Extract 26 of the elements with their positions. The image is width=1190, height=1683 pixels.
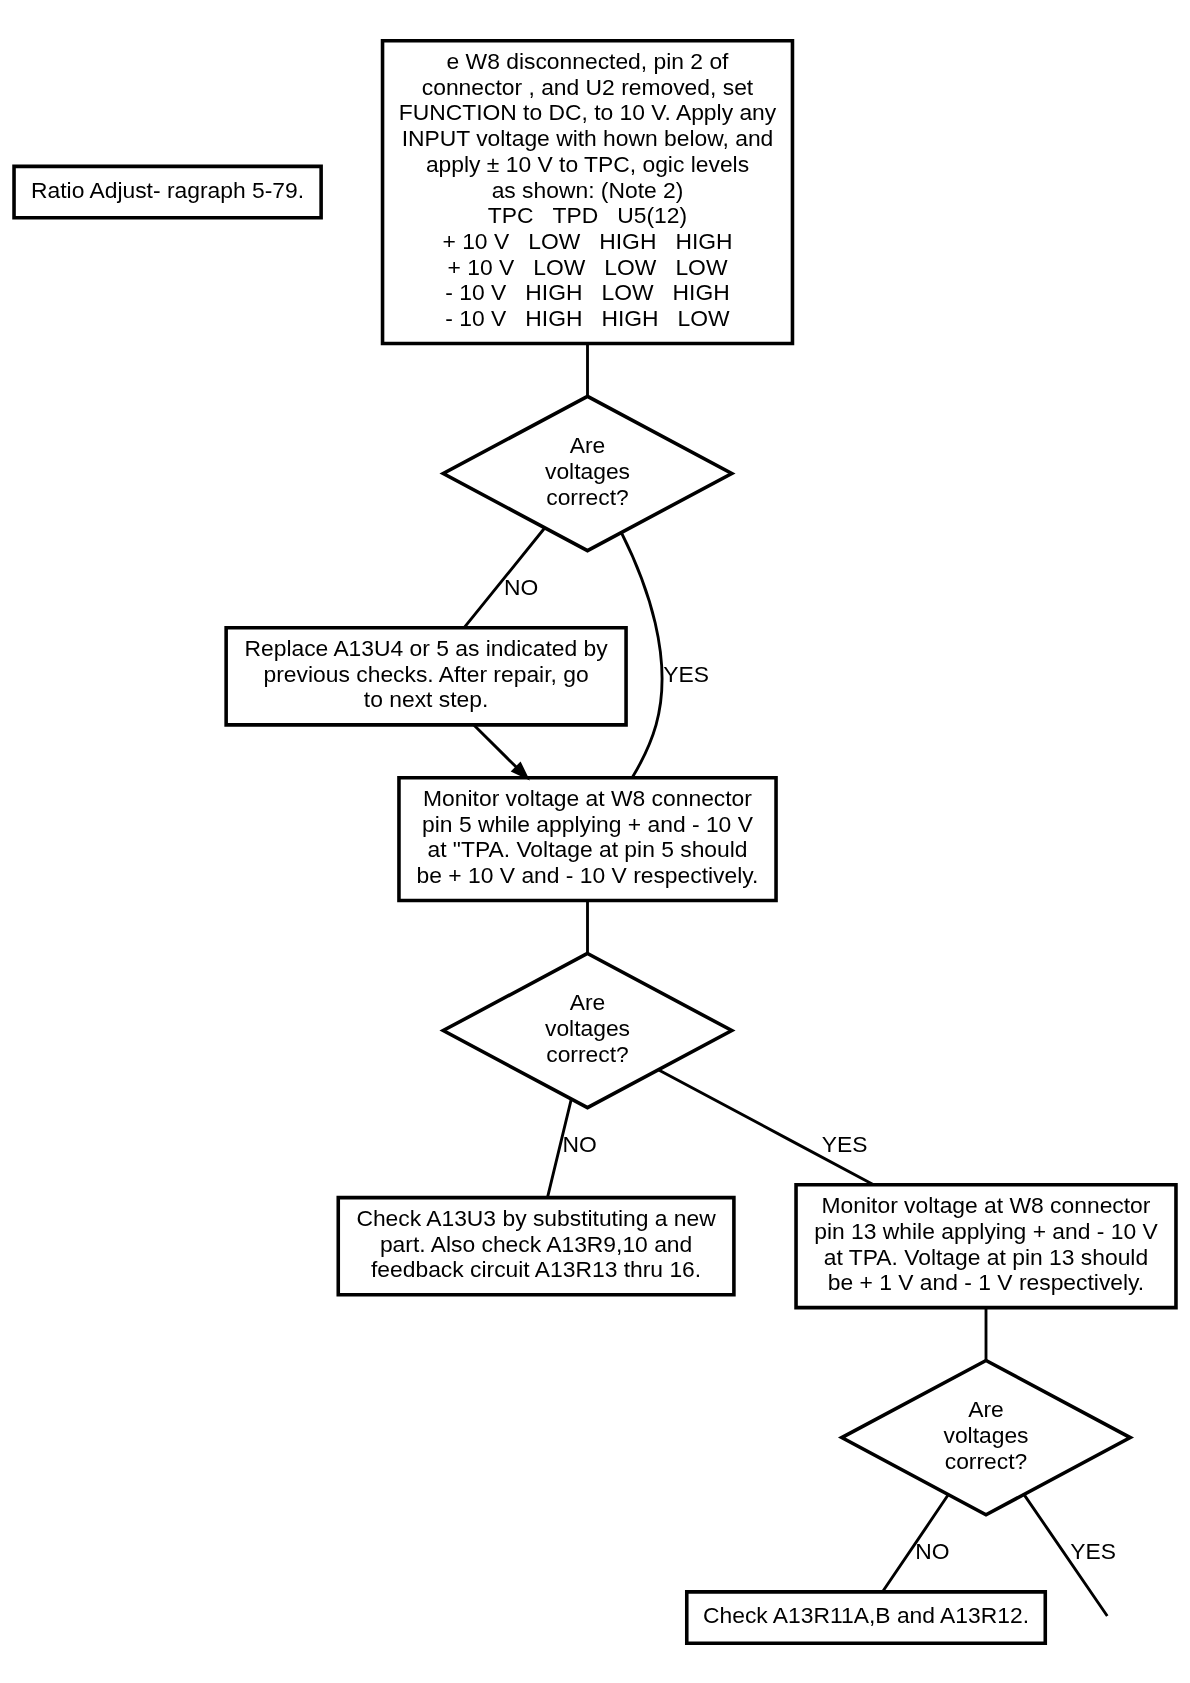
node-box: Monitor voltage at W8 connector pin 13 while applying + and - 10 V at TPA. Voltage at pin 13 should be + 1 V and - 1 V respectively. xyxy=(794,1182,1178,1309)
node-box: e W8 disconnected, pin 2 of connector , and U2 removed, set FUNCTION to DC, to 10 V. Apply any INPUT voltage with hown below, and apply ± 10 V to TPC, ogic levels as shown: (Note 2) TPC TPD U5(12) + 10 V LOW HIGH HIGH + 10 V LOW LOW LOW - 10 V HIGH LOW HIGH - 10 V HIGH HIGH LOW xyxy=(380,38,795,345)
node-diamond: Are voltages correct? xyxy=(837,1357,1135,1517)
node-box: Monitor voltage at W8 connector pin 5 while applying + and - 10 V at "TPA. Voltage at pin 5 should be + 10 V and - 10 V respectively. xyxy=(397,775,778,902)
connector xyxy=(1022,1493,1109,1617)
connector xyxy=(881,1493,950,1592)
connector xyxy=(463,526,546,629)
edge-label: YES xyxy=(663,660,709,687)
edge-label: NO xyxy=(915,1537,950,1564)
edge-label: NO xyxy=(503,573,539,600)
connector xyxy=(586,900,589,953)
edge-label: YES xyxy=(1070,1537,1116,1564)
connector xyxy=(658,1068,875,1186)
edge-label: YES xyxy=(821,1130,868,1157)
node-box: Check A13U3 by substituting a new part. Also check A13R9,10 and feedback circuit A13R13 thru 16. xyxy=(336,1195,736,1297)
edge-label: NO xyxy=(562,1130,597,1157)
connector xyxy=(586,343,589,396)
node-box: Replace A13U4 or 5 as indicated by previous checks. After repair, go to next step. xyxy=(224,625,628,727)
node-diamond: Are voltages correct? xyxy=(439,950,736,1110)
connector xyxy=(546,1098,573,1198)
node-box: Ratio Adjust- ragraph 5-79. xyxy=(12,164,323,220)
connector xyxy=(984,1307,988,1360)
node-diamond: Are voltages correct? xyxy=(439,393,736,553)
connector xyxy=(620,531,664,778)
arrow xyxy=(473,723,530,781)
node-box: Check A13R11A,B and A13R12. xyxy=(685,1589,1048,1645)
